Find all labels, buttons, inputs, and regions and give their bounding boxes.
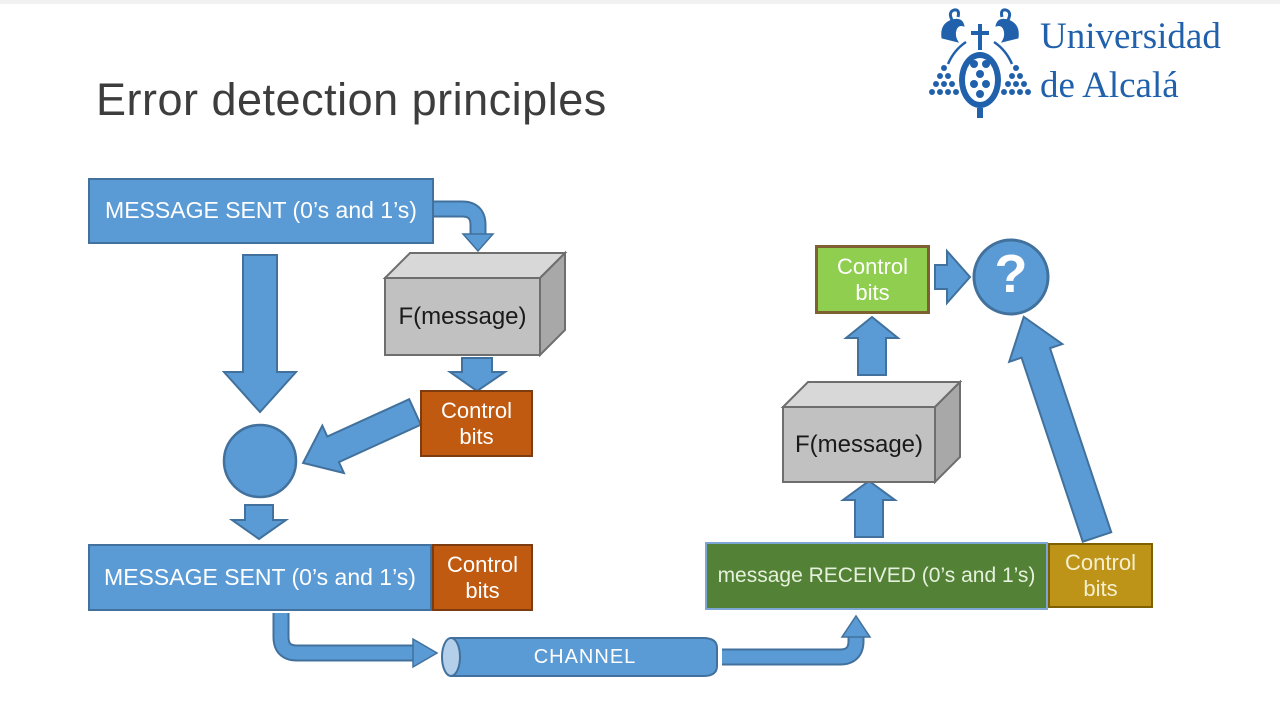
arrow-top-elbow bbox=[434, 200, 495, 253]
page-title: Error detection principles bbox=[96, 74, 607, 125]
control-bits-sender-box: Control bits bbox=[420, 390, 533, 457]
arrow-received-to-f bbox=[839, 479, 899, 538]
f-message-box-right bbox=[780, 379, 963, 485]
message-received-box: message RECEIVED (0’s and 1’s) bbox=[705, 542, 1048, 610]
f-message-right-label: F(message) bbox=[794, 430, 924, 458]
arrow-message-down bbox=[221, 254, 299, 414]
arrow-join-down bbox=[228, 504, 290, 541]
channel-label: CHANNEL bbox=[533, 645, 637, 668]
control-bits-appended-box: Control bits bbox=[432, 544, 533, 611]
arrow-f-to-control-right bbox=[843, 315, 901, 376]
university-name: Universidad de Alcalá bbox=[1040, 12, 1221, 110]
control-bits-received-box: Control bits bbox=[1048, 543, 1153, 608]
f-message-left-label: F(message) bbox=[398, 302, 527, 330]
university-logo: Universidad de Alcalá bbox=[928, 6, 1258, 128]
control-bits-computed-box: Control bits bbox=[815, 245, 930, 314]
question-mark-label: ? bbox=[994, 244, 1028, 304]
message-sent-bottom-box: MESSAGE SENT (0’s and 1’s) bbox=[88, 544, 432, 611]
join-circle bbox=[222, 423, 298, 499]
university-name-line2: de Alcalá bbox=[1040, 65, 1179, 106]
message-sent-top-box: MESSAGE SENT (0’s and 1’s) bbox=[88, 178, 434, 244]
arrow-to-channel bbox=[272, 613, 439, 669]
channel-cylinder bbox=[441, 637, 718, 677]
f-message-box-left bbox=[382, 250, 568, 358]
arrow-control-to-join bbox=[301, 397, 423, 475]
top-strip bbox=[0, 0, 1280, 4]
university-name-line1: Universidad bbox=[1040, 16, 1221, 57]
arrow-received-control-to-question bbox=[1007, 315, 1113, 543]
university-crest-icon bbox=[929, 8, 1031, 118]
arrow-from-channel bbox=[722, 614, 872, 666]
comparison-circle bbox=[972, 238, 1050, 316]
arrow-f-to-control-left bbox=[446, 357, 509, 393]
arrow-control-to-question bbox=[934, 248, 972, 306]
